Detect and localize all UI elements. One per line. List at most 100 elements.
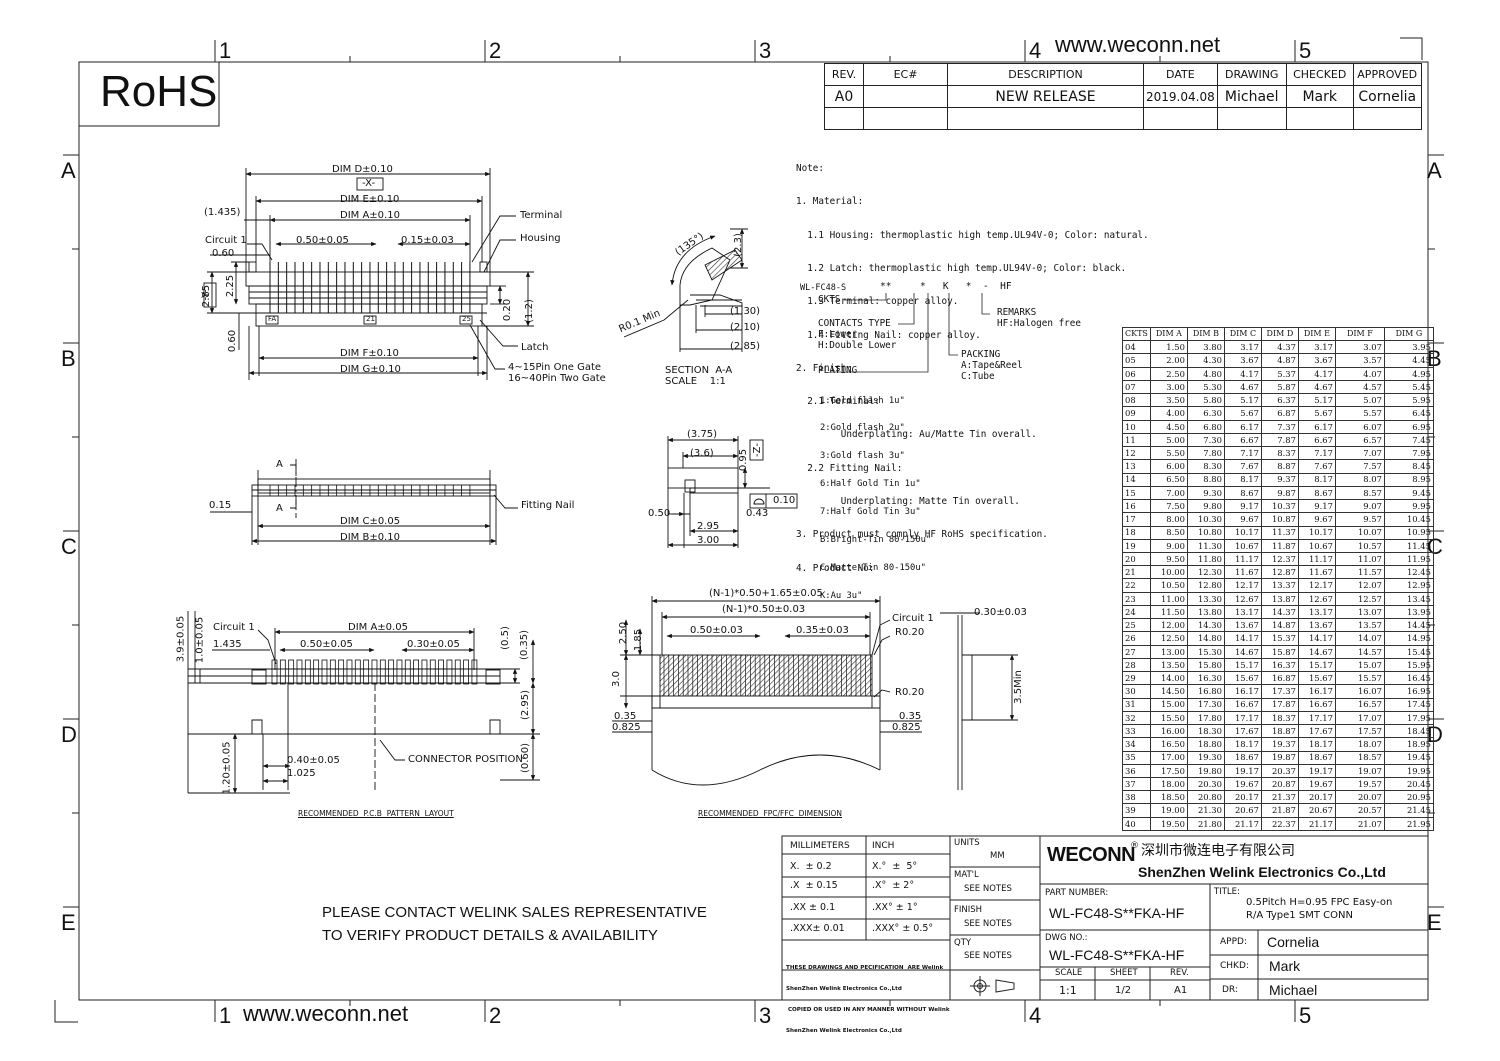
section-aa-view xyxy=(623,228,748,352)
disclaimer-line: COPIED OR USED IN ANY MANNER WITHOUT Wel… xyxy=(786,1007,950,1013)
zone-row-e: E xyxy=(61,910,76,935)
pcb-layout-view xyxy=(187,611,540,794)
zone-col-2-bottom: 2 xyxy=(489,1003,502,1028)
dim-table-cell: 5.95 xyxy=(1383,393,1434,408)
company-name-en: ShenZhen Welink Electronics Co.,Ltd xyxy=(1138,864,1386,880)
tol-mm-1: X. ± 0.2 xyxy=(790,861,832,872)
pcb-pad xyxy=(304,659,311,685)
fpc-dim-035-right: 0.35 xyxy=(899,711,922,722)
pcb-pitch: 0.50±0.05 xyxy=(300,639,353,650)
pcb-layout-title: RECOMMENDED P.C.B PATTERN LAYOUT xyxy=(298,809,454,818)
matl-value: SEE NOTES xyxy=(964,884,1012,894)
contacts-h: H:Double Lower xyxy=(818,340,897,351)
note-line: Note: xyxy=(796,163,824,175)
remarks-title: REMARKS xyxy=(997,307,1037,318)
fpc-thickness: 0.30±0.03 xyxy=(974,607,1027,618)
pcb-pad xyxy=(338,659,345,685)
chkd-value: Mark xyxy=(1269,958,1301,974)
website-bottom[interactable]: www.weconn.net xyxy=(243,1001,409,1026)
dr-value: Michael xyxy=(1269,982,1318,998)
contact-notice-line2: TO VERIFY PRODUCT DETAILS & AVAILABILITY xyxy=(322,927,658,944)
fpc-dimension-title: RECOMMENDED FPC/FFC DIMENSION xyxy=(698,809,842,818)
rev-value-block: A1 xyxy=(1174,985,1188,996)
registered-mark: ® xyxy=(1130,841,1139,851)
front-view xyxy=(210,459,518,545)
dim-1435-pcb: 1.435 xyxy=(213,639,242,650)
note-line: 1.1 Housing: thermoplastic high temp.UL9… xyxy=(796,229,1149,241)
plating-list: 1:Gold flash 1u" 2:Gold flash 2u" 3:Gold… xyxy=(820,378,931,610)
pcb-pad xyxy=(429,659,436,685)
pcb-pad xyxy=(421,659,428,685)
title-line2: R/A Type1 SMT CONN xyxy=(1246,910,1353,921)
date-value: 2019.04.08 xyxy=(1143,85,1218,108)
dwg-no-label: DWG NO.: xyxy=(1045,933,1088,943)
fpc-circuit1-label: Circuit 1 xyxy=(892,613,934,624)
gate-note-2: 16~40Pin Two Gate xyxy=(508,373,606,384)
pcb-pad xyxy=(471,659,478,685)
units-label: UNITS xyxy=(954,838,980,848)
pcb-pad xyxy=(329,659,336,685)
dr-label: DR: xyxy=(1222,985,1238,995)
pcb-pad xyxy=(379,659,386,685)
zone-row-a: A xyxy=(61,158,76,183)
pcb-pad xyxy=(321,659,328,685)
sheet-label: SHEET xyxy=(1110,968,1138,978)
drawing-header: DRAWING xyxy=(1216,63,1287,86)
pcb-pads xyxy=(271,659,478,685)
finish-label: FINISH xyxy=(954,905,983,915)
plating-item: 6:Half Gold Tin 1u" xyxy=(820,479,921,490)
product-code: ** * K * - HF xyxy=(880,281,1012,292)
approved-header: APPROVED xyxy=(1352,63,1422,86)
matl-label: MAT'L xyxy=(954,870,979,880)
dim-f: DIM F±0.10 xyxy=(340,348,399,359)
dim-table-ckts: 40 xyxy=(1122,816,1151,831)
website-top[interactable]: www.weconn.net xyxy=(1055,32,1221,57)
dim-e: DIM E±0.10 xyxy=(340,194,400,205)
zone-row-a-right: A xyxy=(1427,158,1442,183)
pitch: 0.50±0.05 xyxy=(296,235,349,246)
tol-mm-3: .XX ± 0.1 xyxy=(790,902,836,913)
packing-c: C:Tube xyxy=(961,371,995,382)
pcb-pad xyxy=(446,659,453,685)
note-line: 2. Finish: xyxy=(796,362,852,374)
sheet-value: 1/2 xyxy=(1115,985,1132,996)
fpc-dim-n1: (N-1)*0.50+1.65±0.05 xyxy=(709,588,823,599)
title-line1: 0.5Pitch H=0.95 FPC Easy-on xyxy=(1246,897,1393,908)
chkd-label: CHKD: xyxy=(1220,961,1249,971)
plating-item: B:Bright-Tin 80-150u" xyxy=(820,535,932,546)
fpc-radius-b: R0.20 xyxy=(895,687,925,698)
dim-300: 3.00 xyxy=(697,535,720,546)
contacts-title: CONTACTS TYPE xyxy=(818,318,891,329)
housing-label: Housing xyxy=(520,233,561,244)
dim-210: (2.10) xyxy=(730,322,761,333)
dim-g: DIM G±0.10 xyxy=(340,364,401,375)
pcb-pad xyxy=(463,659,469,685)
packing-a: A:Tape&Reel xyxy=(961,360,1023,371)
zone-col-2: 2 xyxy=(489,38,502,63)
plating-item: C:Matte-Tin 80-150u" xyxy=(820,562,926,573)
dim-040: 0.40±0.05 xyxy=(287,755,340,766)
gate-note-1: 4~15Pin One Gate xyxy=(508,362,602,373)
fpc-radius-a: R0.20 xyxy=(895,627,925,638)
fitting-nail-label: Fitting Nail xyxy=(521,500,575,511)
pcb-circuit1-label: Circuit 1 xyxy=(213,622,255,633)
zone-row-c: C xyxy=(61,534,77,559)
dim-050: 0.50 xyxy=(648,508,671,519)
zone-col-3: 3 xyxy=(759,38,772,63)
approved-value: Cornelia xyxy=(1352,85,1422,108)
mark-21: 21 xyxy=(366,315,375,323)
terminal-label: Terminal xyxy=(520,210,563,221)
pcb-pad xyxy=(438,659,445,685)
